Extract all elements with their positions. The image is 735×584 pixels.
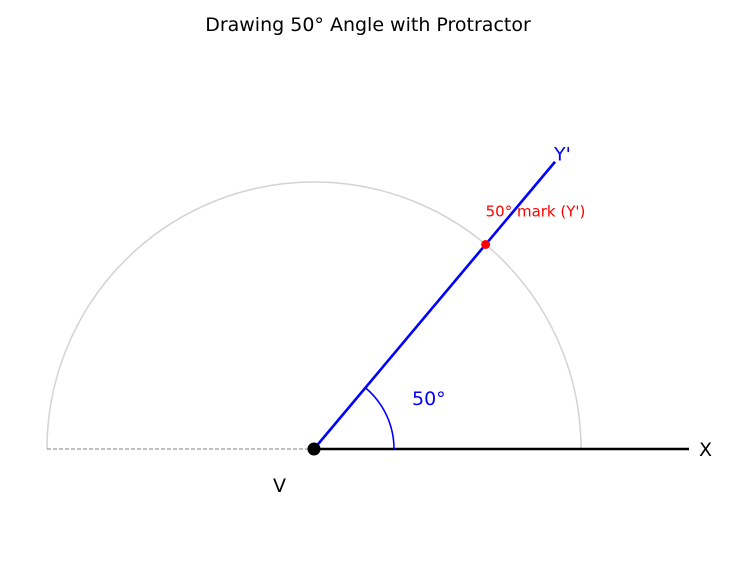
label-y-prime: Y' [553,144,571,166]
label-x: X [699,439,712,461]
label-degree-mark: 50° mark (Y') [486,202,586,220]
angle-arc [364,387,395,450]
label-vertex: V [273,475,286,497]
label-angle-value: 50° [412,388,446,410]
diagram-title: Drawing 50° Angle with Protractor [205,14,531,36]
protractor-semicircle [46,181,582,450]
vertex-point [307,442,321,456]
angle-ray-vy [313,160,557,450]
degree-mark-point [481,239,491,249]
